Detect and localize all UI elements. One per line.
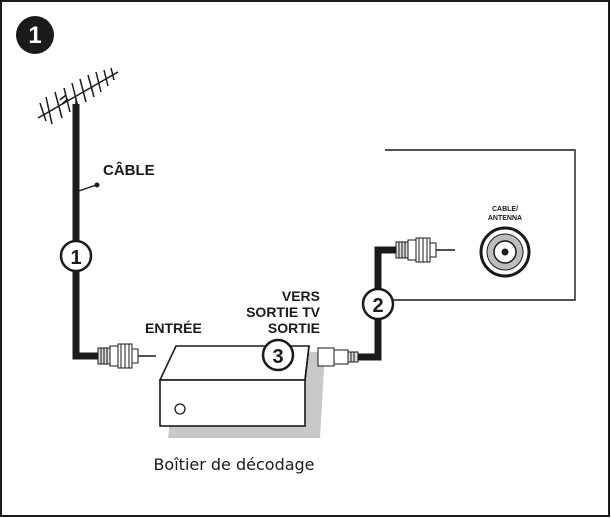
vers-label: VERS [282, 288, 320, 304]
svg-text:2: 2 [372, 295, 383, 317]
cable-label-leader [75, 184, 97, 193]
tv-port-label-line2: ANTENNA [488, 215, 522, 222]
svg-text:1: 1 [70, 247, 81, 269]
callout-1: 1 [59, 239, 93, 273]
plug-entree [97, 343, 156, 369]
cable-label: CÂBLE [103, 161, 155, 179]
decoder-led [174, 403, 186, 415]
callout-3: 3 [261, 338, 295, 372]
tv-back-panel [385, 149, 576, 301]
decoder-box [158, 345, 325, 438]
tv-port-label-line1: CABLE/ [492, 206, 518, 213]
plug-sortie [317, 347, 359, 367]
decoder-caption: Boîtier de décodage [153, 455, 314, 474]
step-badge-number: 1 [28, 22, 41, 49]
antenna-icon [37, 67, 119, 125]
callout-2: 2 [361, 287, 395, 321]
step-badge: 1 [16, 16, 54, 54]
cable-1 [72, 104, 100, 360]
svg-text:3: 3 [272, 346, 283, 368]
sortie-tv-label: SORTIE TV [246, 304, 321, 320]
plug-tv [395, 237, 455, 263]
sortie-label: SORTIE [268, 320, 320, 336]
cable-antenna-port [479, 226, 531, 278]
entree-label: ENTRÉE [145, 320, 202, 336]
